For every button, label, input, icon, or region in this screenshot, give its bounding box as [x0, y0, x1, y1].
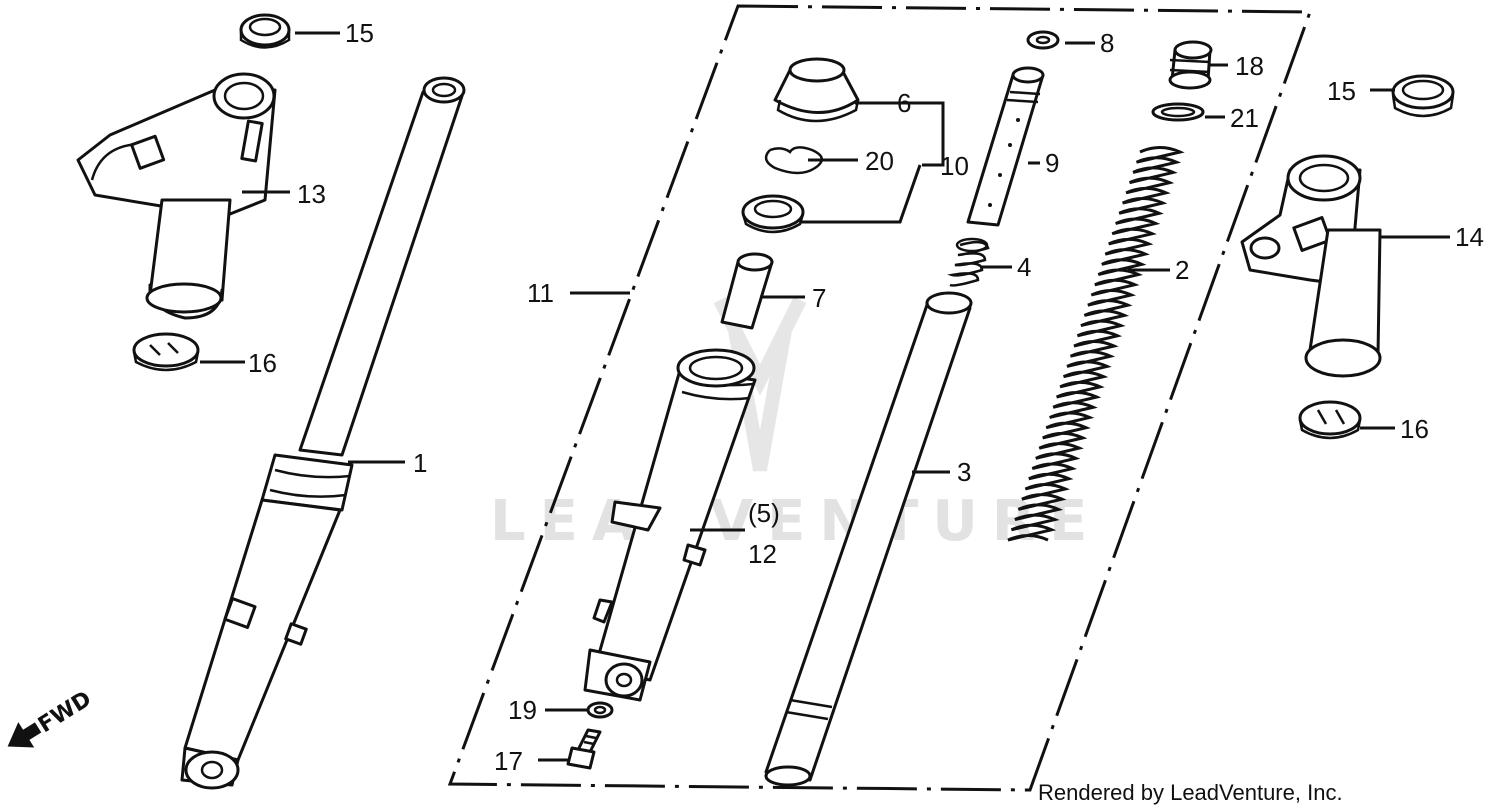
fork-leg-1[interactable] [180, 76, 466, 790]
sealing-washer-19[interactable] [586, 701, 614, 719]
callout-4: 4 [1017, 252, 1031, 282]
callout-10: 10 [940, 151, 969, 181]
headlight-bracket-14[interactable] [1240, 154, 1382, 378]
callout-13: 13 [297, 179, 326, 209]
fwd-label: FWD [34, 687, 96, 739]
fork-cap-bolt-18[interactable] [1168, 40, 1213, 90]
callout-20: 20 [865, 146, 894, 176]
forward-direction-arrow: FWD [7, 687, 96, 748]
dust-seal-6[interactable] [773, 57, 860, 123]
fork-pipe-3[interactable] [764, 291, 973, 787]
piston-ring-8[interactable] [1026, 30, 1060, 50]
watermark-text: LEADVENTURE [490, 489, 1101, 554]
fork-piston-9[interactable] [966, 66, 1045, 227]
callout-8: 8 [1100, 28, 1114, 58]
callout-6: 6 [897, 88, 911, 118]
fork-slider-12[interactable] [583, 348, 757, 702]
rubber-cap-16-right[interactable] [1298, 400, 1362, 440]
rebound-spring-4[interactable] [947, 237, 990, 287]
leader-lines [200, 31, 1450, 762]
callout-labels: 15 13 16 1 8 18 21 15 14 16 6 20 10 9 4 … [248, 18, 1484, 776]
callout-15-right: 15 [1327, 76, 1356, 106]
callout-19: 19 [508, 695, 537, 725]
callout-3: 3 [957, 457, 971, 487]
dust-seal-15-right[interactable] [1391, 74, 1455, 118]
callout-16-right: 16 [1400, 414, 1429, 444]
dust-seal-15-left[interactable] [239, 13, 291, 49]
footer-credit: Rendered by LeadVenture, Inc. [1038, 780, 1343, 805]
o-ring-21[interactable] [1151, 102, 1205, 122]
callout-11: 11 [527, 278, 554, 308]
assembly-11-outline [447, 4, 1313, 792]
callout-7: 7 [812, 283, 826, 313]
rubber-cap-16-left[interactable] [132, 332, 200, 372]
slide-bushing-7[interactable] [720, 252, 774, 330]
callout-2: 2 [1175, 255, 1189, 285]
oil-seal-10[interactable] [741, 194, 805, 234]
callout-17: 17 [494, 746, 523, 776]
headlight-bracket-13[interactable] [76, 72, 277, 320]
socket-bolt-17[interactable] [566, 728, 602, 770]
callout-5: (5) [748, 498, 780, 528]
callout-16-left: 16 [248, 348, 277, 378]
fork-spring-2[interactable] [1007, 146, 1185, 542]
callout-15-left: 15 [345, 18, 374, 48]
callout-9: 9 [1045, 148, 1059, 178]
callout-14: 14 [1455, 222, 1484, 252]
callout-21: 21 [1230, 103, 1259, 133]
callout-12: 12 [748, 539, 777, 569]
callout-18: 18 [1235, 51, 1264, 81]
callout-1: 1 [413, 448, 427, 478]
